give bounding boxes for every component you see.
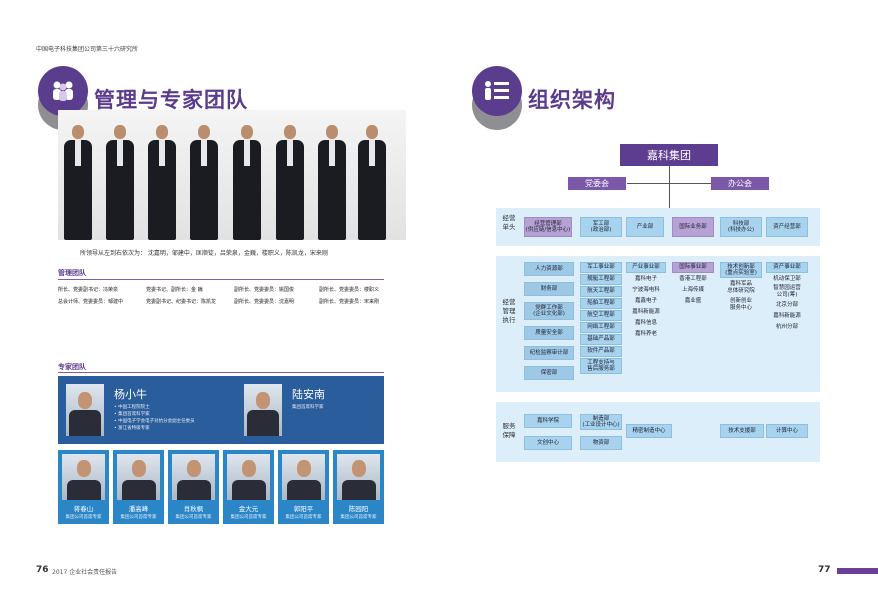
org-root: 嘉科集团	[620, 144, 718, 166]
expert-card: 陈园阳集团公司首席专家	[333, 450, 384, 524]
featured-expert-name: 陆安南	[292, 388, 325, 401]
band-label: 服务 保障	[502, 422, 516, 439]
page-title-org: 组织架构	[528, 88, 616, 112]
org-unit: 军工部 (政治部)	[580, 217, 622, 237]
expert-card: 蒋春山集团公司首席专家	[58, 450, 109, 524]
org-column-tech: 技术创新部 (重点实验室) 嘉科军品 总体研究院 创新创业 服务中心	[720, 262, 762, 312]
mgmt-divider	[58, 279, 384, 280]
featured-expert-titles: • 中国工程院院士 • 集团首席科学家 • 中国电子学会电子对抗分会副主任委员 …	[114, 405, 195, 431]
org-unit: 经营管理部 (供应链/信息中心)	[524, 217, 572, 237]
mgmt-row-1: 所长、党委副书记：冯荣泉党委书记、副所长：金 巍副所长、党委委员：姚国俊副所长、…	[58, 287, 380, 293]
mgmt-heading: 管理团队	[58, 269, 86, 277]
org-unit: 精密制造中心	[626, 424, 672, 438]
expert-card: 金大元集团公司首席专家	[223, 450, 274, 524]
connector	[627, 183, 711, 184]
page-number-right: 77	[818, 565, 831, 575]
org-unit: 科技部 (科技办公)	[720, 217, 762, 237]
org-office-meeting: 办公会	[711, 177, 769, 190]
expert-card: 潘高峰集团公司首席专家	[113, 450, 164, 524]
org-unit: 产业部	[626, 217, 664, 237]
org-column-admin: 人力资源部 财务部 党群工作部 (企业文化部) 质量安全部 纪检监察审计部 保密…	[524, 262, 574, 380]
featured-expert-name: 杨小牛	[114, 388, 147, 401]
expert-card: 肖秋枫集团公司首席专家	[168, 450, 219, 524]
org-unit: 资产经营部	[766, 217, 808, 237]
org-unit: 技术支援部	[720, 424, 764, 438]
featured-expert-title: 集团首席科学家	[292, 405, 324, 410]
org-unit: 文创中心	[524, 436, 572, 450]
org-unit: 制造部 (工业设计中心)	[580, 414, 622, 430]
leadership-group-photo	[58, 110, 406, 240]
org-unit: 嘉科学院	[524, 414, 572, 428]
band-label: 经营 单头	[502, 214, 516, 231]
company-header: 中国电子科技集团公司第三十六研究所	[36, 46, 139, 53]
page-number-left: 76	[36, 565, 49, 575]
org-unit: 国际业务部	[672, 217, 714, 237]
org-unit: 计算中心	[766, 424, 808, 438]
footer-accent-bar	[837, 568, 878, 574]
org-band-business-heads: 经营 单头 经营管理部 (供应链/信息中心) 军工部 (政治部) 产业部 国际业…	[496, 208, 820, 246]
org-party-committee: 党委会	[568, 177, 626, 190]
mgmt-row-2: 总会计师、党委委员：邹建中党委副书记、纪委书记：陈凯龙副所长、党委委员：沈嘉明副…	[58, 299, 380, 305]
expert-card: 郭阳平集团公司首席专家	[278, 450, 329, 524]
page-title-team: 管理与专家团队	[94, 88, 248, 112]
org-band-services: 服务 保障 嘉科学院 制造部 (工业设计中心) 精密制造中心 技术支援部 计算中…	[496, 402, 820, 462]
connector	[669, 192, 670, 208]
expert-portrait	[66, 384, 104, 436]
team-icon	[38, 66, 88, 116]
photo-caption: 所领导从左到右依次为： 沈嘉明，邹建中，匡顺锭，吕荣泉，金巍，楼职义，陈凯龙，宋…	[80, 250, 328, 257]
org-column-international: 国际事业部 香港工程部 上海传媒 嘉业盛	[672, 262, 714, 306]
org-chart-icon	[472, 66, 522, 116]
org-band-execution: 经营 管理 执行 人力资源部 财务部 党群工作部 (企业文化部) 质量安全部 纪…	[496, 256, 820, 392]
report-name: 2017 企业社会责任报告	[52, 569, 118, 576]
featured-experts-banner: 杨小牛 • 中国工程院院士 • 集团首席科学家 • 中国电子学会电子对抗分会副主…	[58, 376, 384, 444]
expert-divider	[58, 372, 384, 373]
org-column-military: 军工事业部 舰艇工程部 航天工程部 船舶工程部 航空工程部 网络工程部 基础产品…	[580, 262, 622, 374]
org-unit: 物资部	[580, 436, 622, 450]
expert-heading: 专家团队	[58, 363, 86, 371]
org-column-assets: 资产事业部 机动保卫部 智慧园运营 公司(筹) 北京分部 嘉科新能源 杭州分部	[766, 262, 808, 332]
connector	[669, 166, 670, 192]
org-column-industry: 产业事业部 嘉科电子 宁波海电科 嘉鑫电子 嘉科新能源 嘉科信息 嘉科养老	[626, 262, 666, 339]
expert-portrait	[244, 384, 282, 436]
band-label: 经营 管理 执行	[502, 298, 516, 324]
